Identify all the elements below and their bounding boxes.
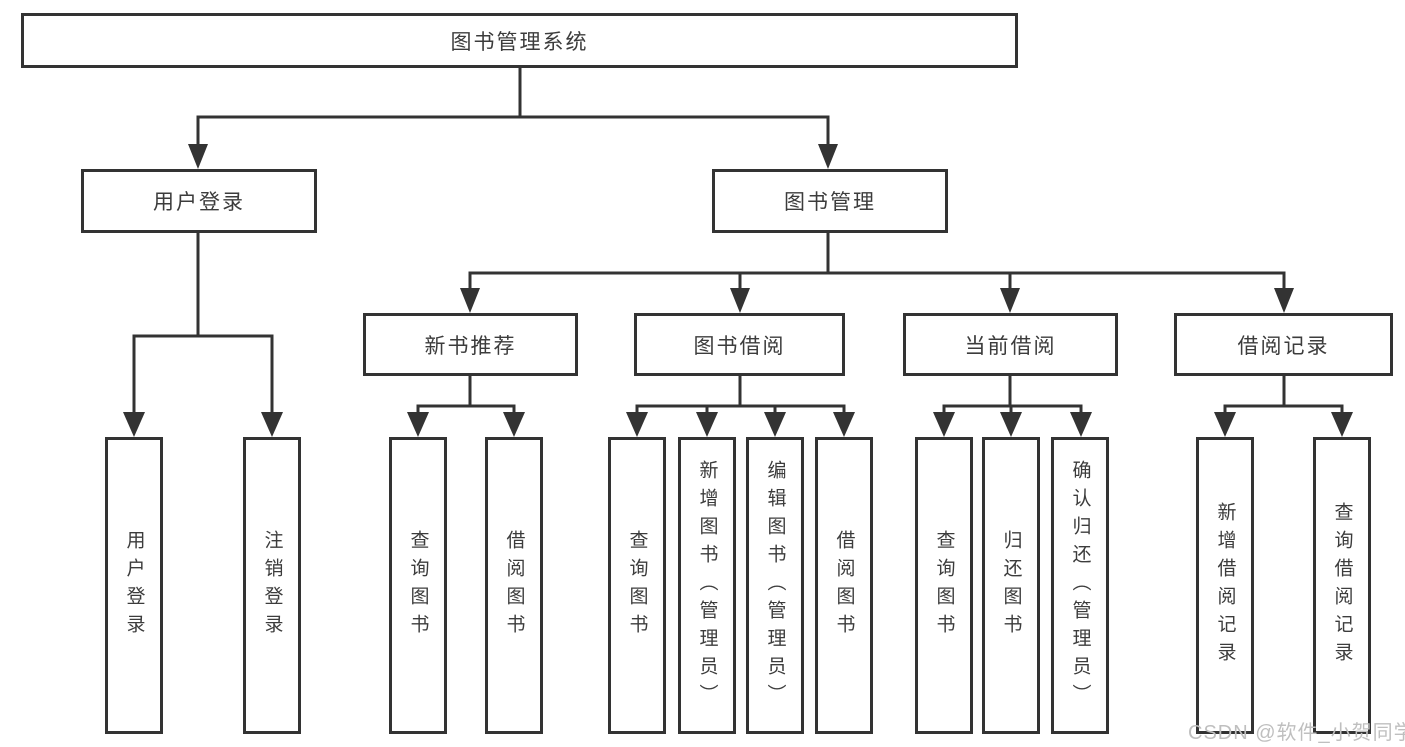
arrowhead: [696, 412, 718, 437]
arrowhead: [933, 412, 955, 437]
leaf-query-books-borrowing: 查询图书: [608, 437, 666, 734]
arrowhead: [1331, 412, 1353, 437]
leaf-logout-login: 注销登录: [243, 437, 301, 734]
connector-book-management: [468, 232, 1286, 292]
node-label: 新书推荐: [424, 334, 517, 358]
connector-borrowing-records: [1223, 375, 1344, 414]
arrowhead: [1274, 288, 1294, 313]
connector-user-login: [132, 232, 274, 416]
node-label: 新增图书（管理员）: [696, 459, 718, 712]
csdn-watermark: CSDN @软件_小贺同学: [1188, 722, 1405, 744]
arrowhead: [261, 412, 283, 437]
arrowhead: [833, 412, 855, 437]
arrowhead: [818, 144, 838, 169]
leaf-user-login: 用户登录: [105, 437, 163, 734]
leaf-query-books-current: 查询图书: [915, 437, 973, 734]
leaf-edit-books-admin: 编辑图书（管理员）: [746, 437, 804, 734]
node-book-management-system: 图书管理系统: [21, 13, 1018, 68]
connector-current-borrowing: [942, 375, 1083, 414]
leaf-add-books-admin: 新增图书（管理员）: [678, 437, 736, 734]
connector-root: [196, 68, 830, 148]
node-label: 注销登录: [261, 529, 283, 642]
node-label: 借阅记录: [1237, 334, 1330, 358]
connector-new-book-recommend: [416, 375, 516, 414]
arrowhead: [407, 412, 429, 437]
node-current-borrowing: 当前借阅: [903, 313, 1118, 376]
arrowhead: [626, 412, 648, 437]
node-label: 确认归还（管理员）: [1069, 459, 1091, 712]
node-label: 借阅图书: [833, 529, 855, 642]
arrowhead: [730, 288, 750, 313]
arrowhead: [460, 288, 480, 313]
node-book-borrowing: 图书借阅: [634, 313, 845, 376]
node-label: 图书借阅: [693, 334, 786, 358]
node-label: 新增借阅记录: [1214, 501, 1236, 670]
node-label: 查询图书: [933, 529, 955, 642]
leaf-borrow-books-borrowing: 借阅图书: [815, 437, 873, 734]
leaf-return-books: 归还图书: [982, 437, 1040, 734]
node-label: 图书管理: [784, 191, 876, 214]
leaf-confirm-return-admin: 确认归还（管理员）: [1051, 437, 1109, 734]
node-label: 当前借阅: [964, 334, 1057, 358]
node-book-management: 图书管理: [712, 169, 948, 233]
node-label: 查询图书: [407, 529, 429, 642]
node-label: 用户登录: [153, 191, 245, 214]
node-label: 查询借阅记录: [1331, 501, 1353, 670]
arrowhead: [123, 412, 145, 437]
leaf-query-borrow-record: 查询借阅记录: [1313, 437, 1371, 734]
node-label: 归还图书: [1000, 529, 1022, 642]
node-label: 借阅图书: [503, 529, 525, 642]
arrowhead: [1070, 412, 1092, 437]
node-user-login: 用户登录: [81, 169, 317, 233]
arrowhead: [1000, 288, 1020, 313]
connector-book-borrowing: [635, 375, 846, 414]
node-borrowing-records: 借阅记录: [1174, 313, 1393, 376]
arrowhead: [764, 412, 786, 437]
node-new-book-recommend: 新书推荐: [363, 313, 578, 376]
node-label: 编辑图书（管理员）: [764, 459, 786, 712]
arrowhead: [503, 412, 525, 437]
leaf-add-borrow-record: 新增借阅记录: [1196, 437, 1254, 734]
leaf-query-books-recommend: 查询图书: [389, 437, 447, 734]
arrowhead: [1214, 412, 1236, 437]
node-label: 用户登录: [123, 529, 145, 642]
node-label: 查询图书: [626, 529, 648, 642]
leaf-borrow-books-recommend: 借阅图书: [485, 437, 543, 734]
arrowhead: [188, 144, 208, 169]
arrowhead: [1000, 412, 1022, 437]
node-label: 图书管理系统: [450, 30, 589, 54]
